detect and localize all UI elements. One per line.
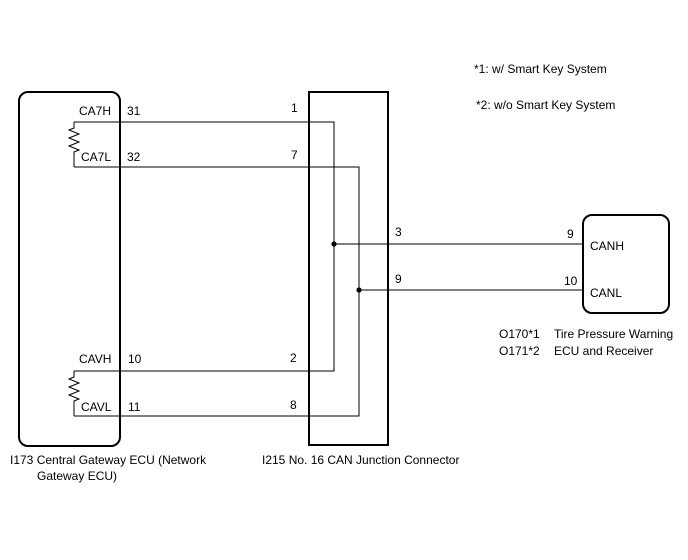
- gateway-ecu-box: [18, 91, 121, 447]
- termination-resistor-bottom: [67, 370, 120, 417]
- junction-connector-caption: I215 No. 16 CAN Junction Connector: [262, 453, 459, 467]
- tpms-pin-9: 9: [567, 227, 574, 241]
- note-no-smart-key: *2: w/o Smart Key System: [476, 98, 615, 112]
- tpms-label-canh: CANH: [590, 239, 624, 253]
- junction-bus-high: [309, 121, 388, 372]
- termination-resistor-top: [67, 121, 120, 168]
- tpms-name-line1: Tire Pressure Warning: [554, 327, 673, 341]
- junction-pin-7: 7: [291, 148, 298, 162]
- pin-number-10: 10: [128, 352, 142, 366]
- tpms-name-line2: ECU and Receiver: [554, 344, 653, 358]
- junction-pin-8: 8: [290, 398, 297, 412]
- gateway-ecu-caption-line2: Gateway ECU): [37, 469, 117, 483]
- pin-number-11: 11: [128, 400, 141, 414]
- pin-number-31: 31: [127, 104, 141, 118]
- junction-connector-box: [308, 91, 389, 446]
- junction-pin-2: 2: [290, 351, 297, 365]
- pin-label-cavh: CAVH: [79, 352, 111, 366]
- pin-number-32: 32: [127, 150, 141, 164]
- pin-label-ca7h: CA7H: [79, 104, 111, 118]
- tpms-pin-10: 10: [564, 274, 578, 288]
- tpms-label-canl: CANL: [590, 286, 622, 300]
- note-smart-key: *1: w/ Smart Key System: [474, 62, 607, 76]
- junction-pin-1: 1: [291, 101, 298, 115]
- splice-point-high: [331, 241, 337, 247]
- pin-label-cavl: CAVL: [81, 400, 112, 414]
- splice-point-low: [356, 287, 362, 293]
- junction-pin-9: 9: [395, 272, 402, 286]
- pin-label-ca7l: CA7L: [81, 150, 111, 164]
- tpms-ecu-box: [582, 214, 670, 314]
- tpms-code-1: O170*1: [499, 327, 540, 341]
- junction-pin-3: 3: [395, 225, 402, 239]
- gateway-ecu-caption-line1: I173 Central Gateway ECU (Network: [10, 453, 207, 467]
- tpms-code-2: O171*2: [499, 344, 540, 358]
- junction-bus-low: [309, 166, 388, 417]
